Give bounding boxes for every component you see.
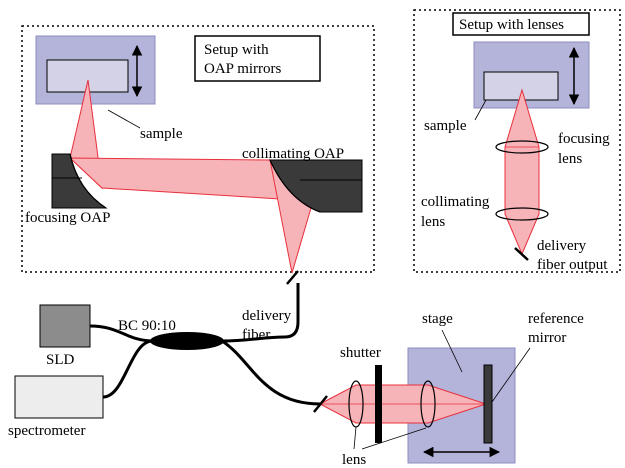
oap-sample-label: sample	[140, 126, 183, 142]
oap-title-box	[194, 35, 321, 82]
oap-title-line1: Setup with	[204, 42, 269, 58]
reference-fiber-tip	[313, 395, 328, 413]
beam-coupler	[150, 332, 224, 350]
lens-pointer-right	[361, 427, 427, 450]
stage-label: stage	[422, 311, 453, 327]
lens-beam	[504, 88, 540, 256]
focusing-oap-label: focusing OAP	[25, 210, 110, 226]
sld-fiber	[89, 324, 153, 343]
lens-sample-label: sample	[424, 118, 467, 134]
delivery-output-label-1: delivery	[537, 238, 587, 254]
reference-mirror	[483, 364, 493, 444]
stage-pointer	[441, 329, 463, 373]
lens-sample-pointer	[474, 99, 487, 121]
lens-pointer-left	[353, 426, 357, 450]
lens-title: Setup with lenses	[459, 17, 564, 33]
oap-title-line2: OAP mirrors	[204, 61, 282, 77]
coupler-label: BC 90:10	[118, 318, 176, 334]
focusing-reference-lens	[420, 380, 436, 428]
collimating-lens	[495, 207, 549, 221]
focusing-oap-surface	[69, 153, 107, 209]
collimating-oap-surface	[269, 159, 321, 213]
lens-title-box	[452, 12, 590, 36]
lens-label: lens	[342, 452, 366, 468]
spectrometer-box	[14, 375, 104, 419]
spectrometer-label: spectrometer	[8, 423, 85, 439]
delivery-fiber-label-2: fiber	[242, 327, 270, 343]
oap-fiber-tip	[286, 270, 299, 285]
focusing-lens-label-2: lens	[558, 151, 582, 167]
reference-fiber	[221, 339, 321, 406]
reference-mirror-label-2: mirror	[528, 330, 566, 346]
lens-setup-panel	[413, 9, 621, 273]
collimating-lens-label-1: collimating	[421, 194, 490, 210]
collimating-oap-label: collimating OAP	[242, 146, 344, 162]
sld-label: SLD	[46, 352, 75, 368]
shutter-label: shutter	[340, 345, 381, 361]
spectrometer-fiber	[102, 339, 153, 399]
sld-box	[39, 304, 91, 348]
lens-fiber-tip	[514, 247, 529, 261]
delivery-fiber-label-1: delivery	[242, 308, 292, 324]
reference-mirror-pointer	[491, 347, 531, 403]
delivery-fiber	[221, 283, 300, 343]
focusing-lens-label-1: focusing	[558, 131, 610, 147]
reference-mirror-label-1: reference	[528, 311, 584, 327]
sample-pointer	[107, 109, 141, 129]
shutter	[375, 365, 382, 443]
focusing-lens	[495, 140, 549, 154]
oap-setup-panel	[21, 25, 375, 273]
collimating-lens-label-2: lens	[421, 214, 445, 230]
delivery-output-label-2: fiber output	[537, 257, 608, 273]
